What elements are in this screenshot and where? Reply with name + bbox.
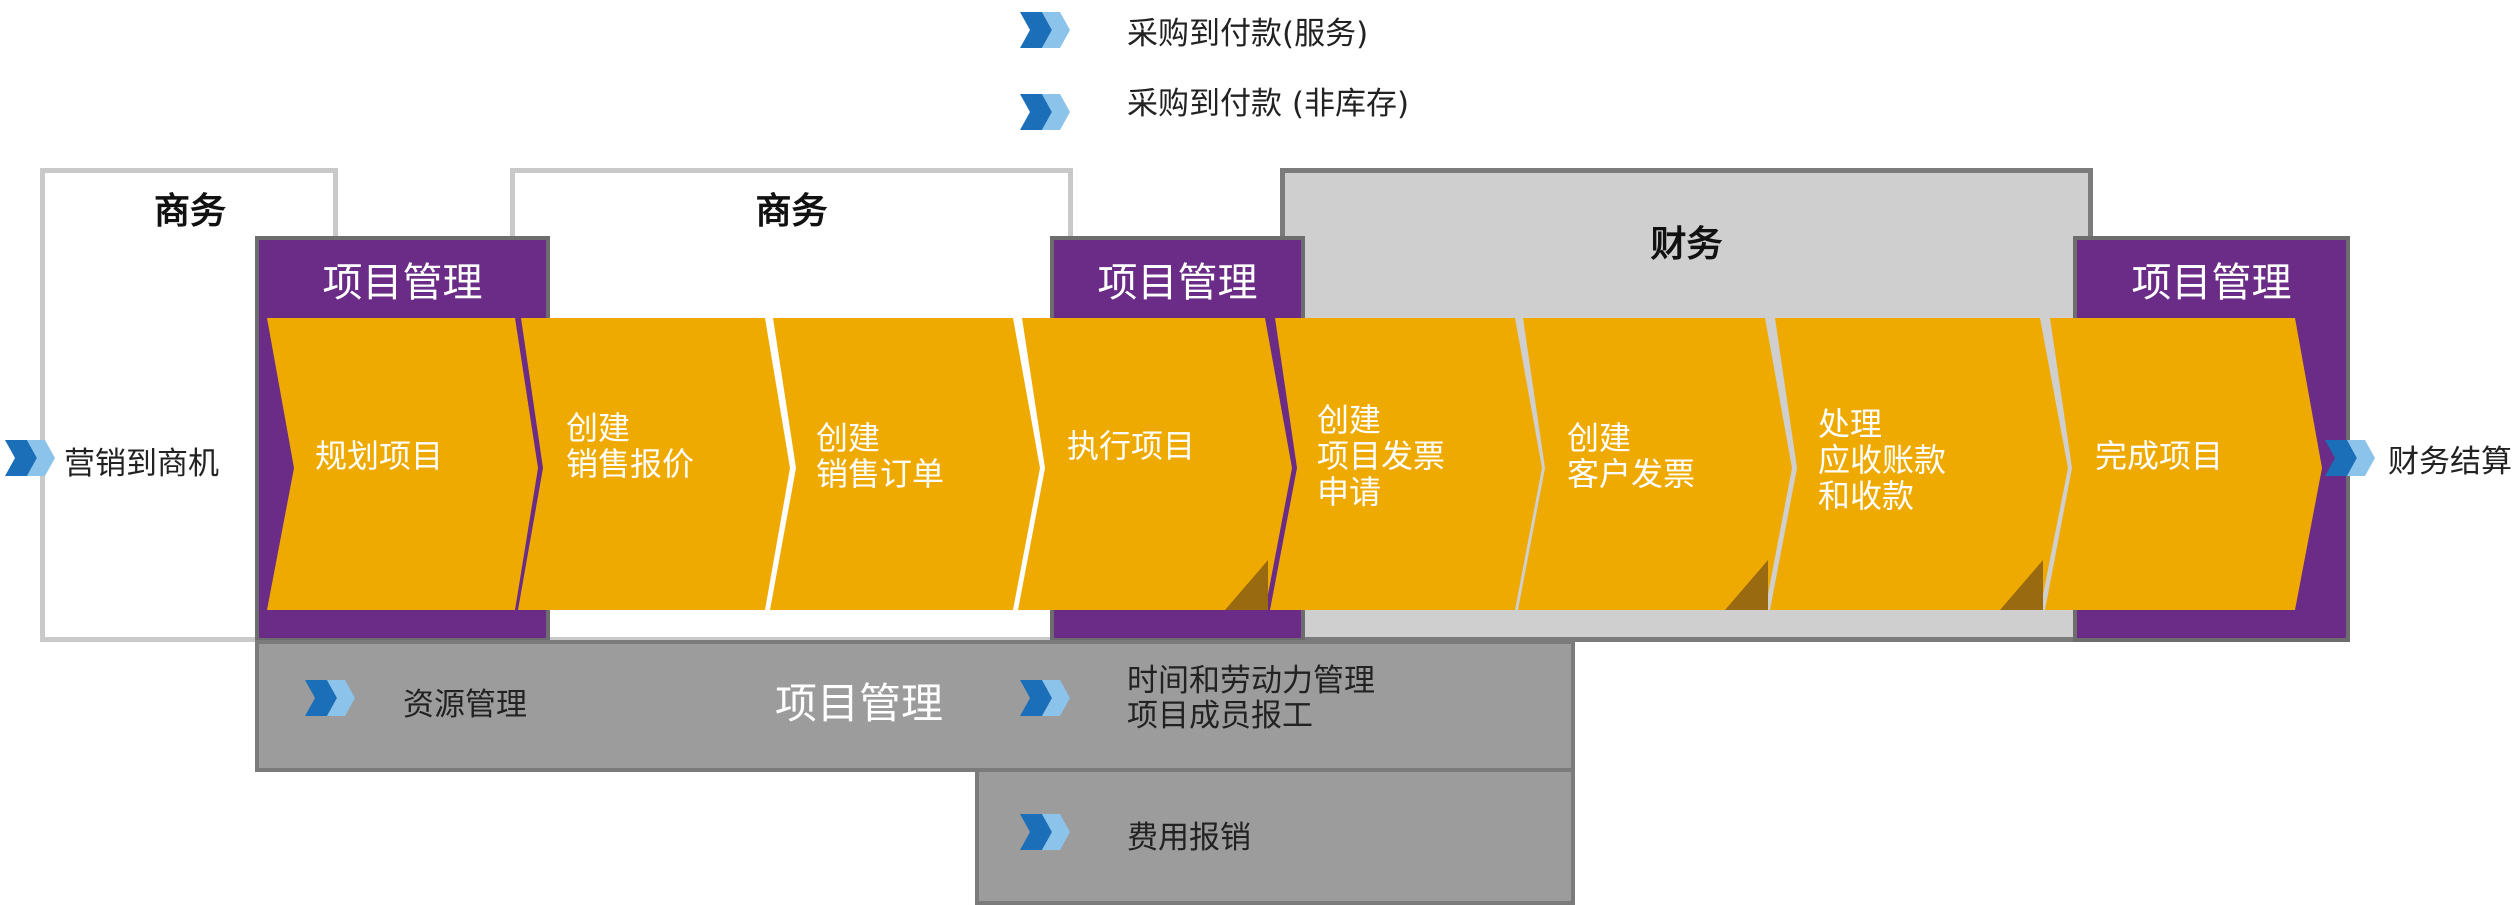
step-label-4[interactable]: 执行项目 [1067, 427, 1196, 465]
expense-label[interactable]: 费用报销 [1127, 820, 1251, 856]
resource-management-label[interactable]: 资源管理 [403, 687, 527, 723]
step-chevron-2 [518, 318, 790, 610]
step-chevron-6 [1518, 318, 1792, 610]
chevron-icon [2325, 440, 2375, 476]
pm-header-1: 项目管理 [322, 260, 483, 306]
step-label-3[interactable]: 创建 销售订单 [816, 419, 945, 493]
chevron-icon [1020, 12, 1070, 48]
exit-label-finance-settlement[interactable]: 财务结算 [2388, 444, 2512, 480]
pm-center-label: 项目管理 [775, 679, 944, 728]
step-chevron-8 [2045, 318, 2322, 610]
step-chevron-3 [770, 318, 1040, 610]
page-fold [1225, 560, 1268, 610]
legend-item-procure-service[interactable]: 采购到付款(服务) [1127, 16, 1369, 52]
commerce-title-mid: 商务 [755, 191, 828, 232]
chevron-icon [305, 680, 355, 716]
step-chevron-5 [1270, 318, 1542, 610]
step-label-2[interactable]: 创建 销售报价 [566, 409, 695, 483]
page-fold [1725, 560, 1768, 610]
chevron-icon [1020, 814, 1070, 850]
chevron-icon [1020, 94, 1070, 130]
step-chevron-1 [267, 318, 538, 610]
legend-item-procure-non-stock[interactable]: 采购到付款 (非库存) [1127, 86, 1410, 122]
page-fold [2000, 560, 2043, 610]
step-chevron-7 [1770, 318, 2068, 610]
step-chevron-4 [1018, 318, 1292, 610]
pm-header-3: 项目管理 [2131, 260, 2292, 306]
step-label-5[interactable]: 创建 项目发票 申请 [1317, 401, 1446, 511]
step-label-1[interactable]: 规划项目 [315, 437, 444, 475]
finance-title: 财务 [1650, 224, 1723, 265]
expense-box [975, 768, 1575, 905]
time-labor-label[interactable]: 时间和劳动力管理 项目成员报工 [1127, 663, 1375, 734]
pm-header-2: 项目管理 [1097, 260, 1258, 306]
step-label-8[interactable]: 完成项目 [2095, 437, 2224, 475]
step-label-6[interactable]: 创建 客户发票 [1567, 419, 1696, 493]
chevron-icon [5, 440, 55, 476]
chevron-icon [1020, 680, 1070, 716]
step-label-7[interactable]: 处理 应收账款 和收款 [1818, 405, 1947, 515]
resource-pm-box [255, 640, 1575, 772]
entry-label-marketing[interactable]: 营销到商机 [64, 446, 219, 482]
commerce-title-left: 商务 [153, 191, 226, 232]
